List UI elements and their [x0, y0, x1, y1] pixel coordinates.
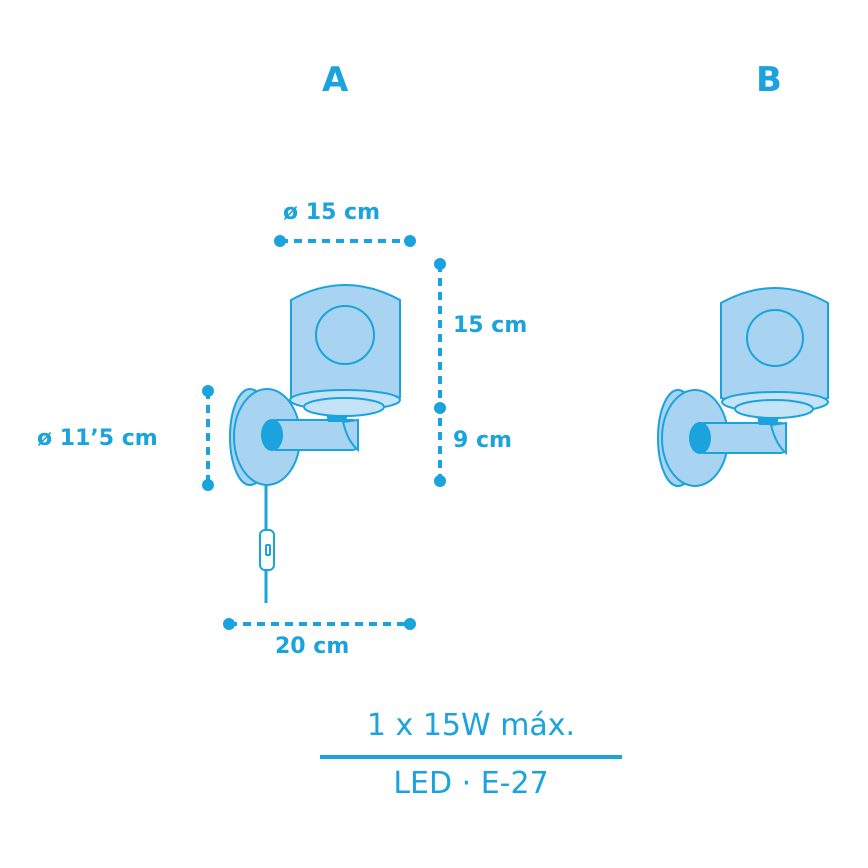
- dimension-lines: [202, 235, 622, 759]
- variant-a-label: A: [322, 60, 349, 100]
- power-spec: 1 x 15W máx.: [366, 708, 576, 743]
- shade-height-label: 15 cm: [453, 313, 528, 338]
- lamp-a-illustration: [229, 284, 401, 603]
- base-diameter-label: ø 11’5 cm: [37, 426, 158, 451]
- variant-b-label: B: [756, 60, 782, 100]
- lamp-b-illustration: [657, 287, 829, 487]
- bulb-spec: LED · E-27: [393, 766, 549, 801]
- depth-label: 20 cm: [275, 634, 350, 659]
- arm-height-label: 9 cm: [453, 428, 512, 453]
- shade-diameter-label: ø 15 cm: [283, 200, 381, 225]
